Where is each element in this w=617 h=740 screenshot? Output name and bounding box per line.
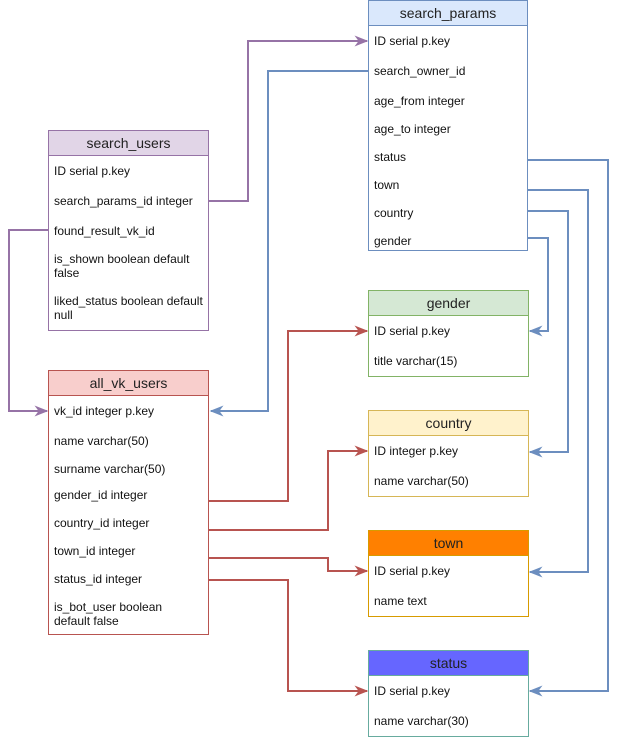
table-search-params: search_params ID serial p.key search_own… [368, 0, 528, 251]
field-row: age_to integer [374, 122, 451, 136]
link-country-id [209, 445, 369, 531]
table-search-users: search_users ID serial p.key search_para… [48, 130, 209, 331]
link-param-gender [528, 237, 549, 337]
link-town-id [209, 557, 369, 577]
field-row: country_id integer [54, 516, 150, 530]
field-row: name varchar(50) [374, 474, 469, 488]
field-row: town [374, 178, 400, 192]
link-search-params-id [209, 35, 369, 202]
table-title: all_vk_users [49, 371, 208, 396]
field-row: ID serial p.key [374, 564, 451, 578]
field-row: town_id integer [54, 544, 136, 558]
table-status: status ID serial p.key name varchar(30) [368, 650, 529, 737]
field-row: name varchar(30) [374, 714, 469, 728]
field-row: ID serial p.key [374, 324, 451, 338]
field-row: is_bot_user boolean default false [54, 600, 163, 628]
table-title: country [369, 411, 528, 436]
link-param-town [528, 189, 589, 578]
field-row: status_id integer [54, 572, 143, 586]
table-title: search_users [49, 131, 208, 156]
link-param-status [528, 159, 609, 697]
table-gender: gender ID serial p.key title varchar(15) [368, 290, 529, 377]
table-title: town [369, 531, 528, 556]
field-row: name text [374, 594, 427, 608]
link-found-result-vk-id [8, 229, 49, 417]
field-row: ID serial p.key [374, 684, 451, 698]
field-row: ID integer p.key [374, 444, 459, 458]
field-row: age_from integer [374, 94, 465, 108]
field-row: gender [374, 234, 412, 248]
field-row: ID serial p.key [54, 164, 131, 178]
field-row: vk_id integer p.key [54, 404, 155, 418]
link-gender-id [209, 325, 369, 502]
field-row: surname varchar(50) [54, 462, 166, 476]
table-title: gender [369, 291, 528, 316]
field-row: gender_id integer [54, 488, 148, 502]
field-row: name varchar(50) [54, 434, 149, 448]
table-all-vk-users: all_vk_users vk_id integer p.key name va… [48, 370, 209, 635]
table-country: country ID integer p.key name varchar(50… [368, 410, 529, 497]
field-row: search_params_id integer [54, 194, 193, 208]
link-search-owner-id [209, 70, 369, 417]
field-row: found_result_vk_id [54, 224, 155, 238]
table-title: status [369, 651, 528, 676]
field-row: is_shown boolean default false [54, 252, 190, 280]
link-status-id [209, 579, 369, 697]
field-row: country [374, 206, 414, 220]
field-row: status [374, 150, 407, 164]
field-row: search_owner_id [374, 64, 466, 78]
table-town: town ID serial p.key name text [368, 530, 529, 617]
link-param-country [528, 210, 569, 458]
field-row: ID serial p.key [374, 34, 451, 48]
field-row: title varchar(15) [374, 354, 458, 368]
field-row: liked_status boolean default null [54, 294, 203, 322]
table-title: search_params [369, 1, 527, 26]
